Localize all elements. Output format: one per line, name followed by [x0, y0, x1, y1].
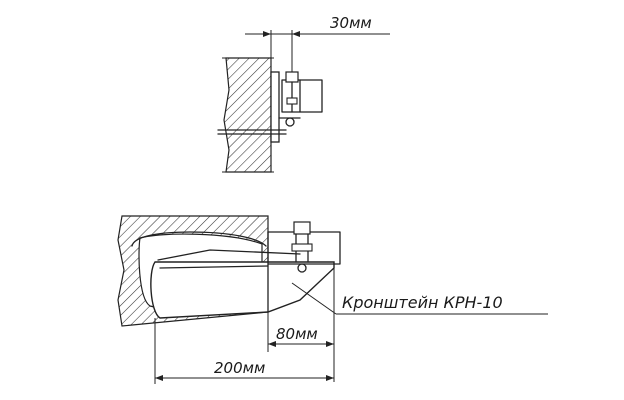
dim-label-80: 80мм [276, 325, 318, 343]
dim-label-30: 30мм [330, 14, 372, 32]
plan-view: Кронштейн КРН-10 80мм 200мм [117, 215, 548, 384]
mounting-block-side [281, 79, 323, 113]
dimension-200mm: 200мм [154, 318, 334, 384]
callout-leader: Кронштейн КРН-10 [291, 282, 548, 315]
dim-label-200: 200мм [214, 359, 265, 377]
side-view: 30мм [217, 14, 390, 173]
wall-section-side [223, 57, 272, 173]
bracket-plate-side [270, 71, 280, 143]
bracket-body-plan [150, 261, 335, 319]
dimension-30mm: 30мм [245, 14, 390, 72]
callout-label: Кронштейн КРН-10 [342, 293, 503, 312]
dimension-80mm: 80мм [267, 268, 335, 382]
bolt-nut-side [285, 71, 299, 83]
bolt-nut-plan [293, 221, 311, 235]
